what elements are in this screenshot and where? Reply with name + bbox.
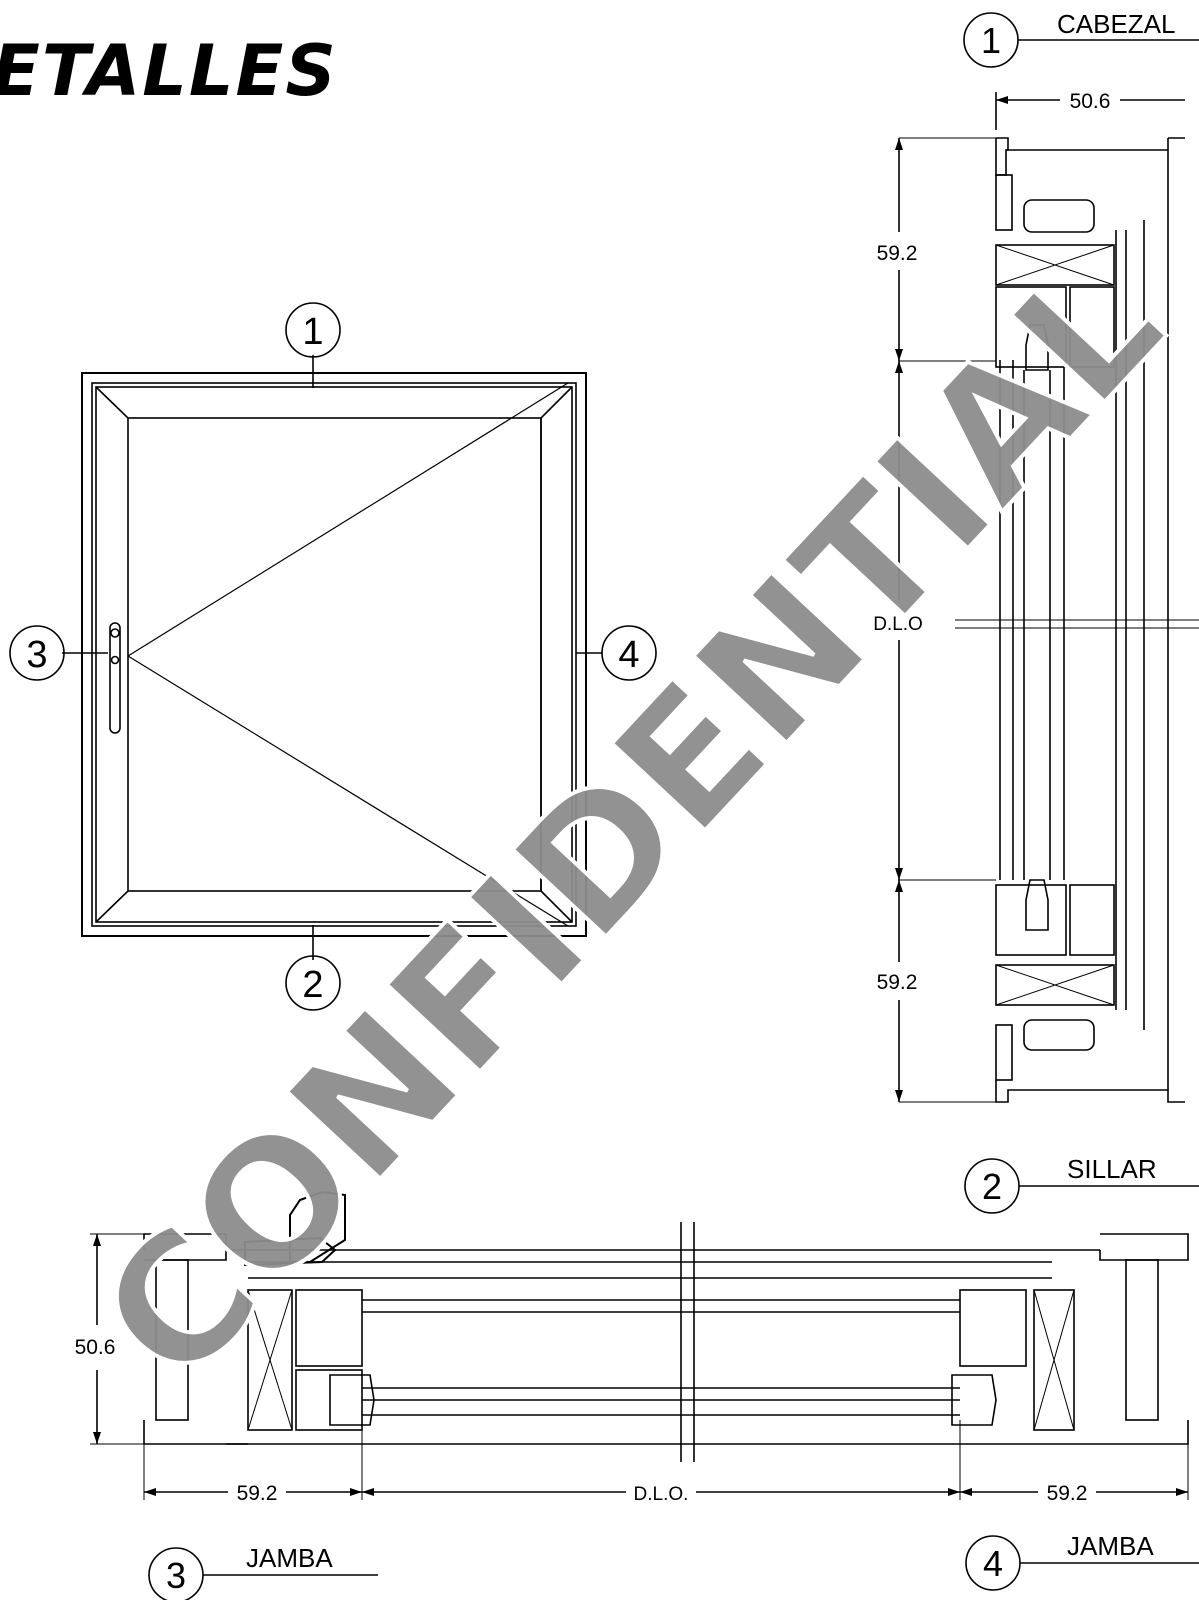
section-callout-sill	[964, 1158, 1199, 1214]
callout-4	[601, 625, 657, 681]
callout-4-number: 4	[618, 634, 639, 676]
dim-horizontal-right: 59.2	[1047, 1482, 1088, 1505]
section-callout-head	[963, 12, 1199, 68]
section-sill-number: 2	[982, 1166, 1002, 1207]
callout-3	[9, 625, 65, 681]
svg-text:CONFIDENTIAL: CONFIDENTIAL	[62, 222, 1199, 1422]
handle-icon	[109, 622, 121, 734]
section-callout-jamb-right	[965, 1535, 1199, 1591]
dim-vertical-dlo: D.L.O	[873, 614, 923, 635]
section-head-label: CABEZAL	[1057, 9, 1176, 39]
section-jamb-right-label: JAMBA	[1067, 1531, 1154, 1561]
vertical-section	[898, 92, 1199, 1103]
section-callout-jamb-left	[148, 1547, 378, 1600]
callout-2	[285, 955, 341, 1011]
dim-vertical-lower: 59.2	[877, 971, 918, 994]
dim-vertical-upper: 59.2	[877, 242, 918, 265]
dim-head-width: 50.6	[1070, 90, 1111, 113]
section-jamb-left-number: 3	[166, 1555, 186, 1596]
page-title: ETALLES	[0, 30, 338, 112]
horizontal-section	[90, 1190, 1189, 1500]
confidential-watermark: CONFIDENTIAL	[60, 220, 1199, 1424]
window-elevation	[62, 355, 602, 960]
callout-1-number: 1	[302, 311, 323, 353]
section-sill-label: SILLAR	[1067, 1154, 1157, 1184]
callout-2-number: 2	[302, 964, 323, 1006]
callout-1	[285, 302, 341, 358]
section-jamb-right-number: 4	[983, 1543, 1003, 1584]
dim-horizontal-left: 59.2	[237, 1482, 278, 1505]
callout-3-number: 3	[26, 634, 47, 676]
section-jamb-left-label: JAMBA	[246, 1543, 333, 1573]
dim-horizontal-height: 50.6	[75, 1336, 116, 1359]
dim-horizontal-dlo: D.L.O.	[634, 1484, 689, 1505]
section-head-number: 1	[981, 20, 1001, 61]
